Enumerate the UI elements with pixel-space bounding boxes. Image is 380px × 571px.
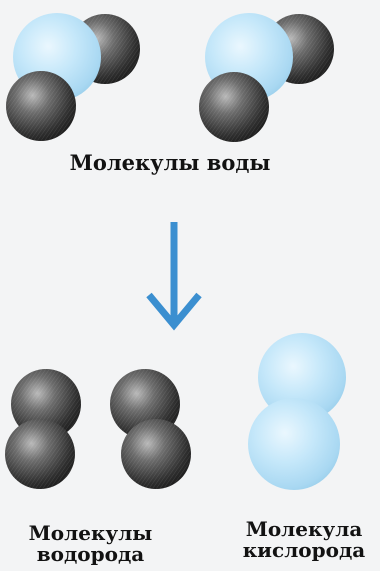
oxygen-molecule	[248, 333, 346, 490]
oxygen-molecule-caption: Молекула кислорода	[228, 519, 380, 561]
water-molecule-2	[199, 13, 334, 142]
oxygen-atom	[258, 333, 346, 421]
hydrogen-molecules-caption: Молекулы водорода	[8, 523, 173, 565]
oxygen-caption-line-2: кислорода	[242, 538, 366, 562]
hydrogen-atom-hatch	[6, 71, 76, 141]
oxygen-caption-line-1: Молекула	[245, 517, 363, 541]
hydrogen-molecule-2	[110, 369, 191, 489]
hydrogen-caption-line-2: водорода	[36, 542, 145, 566]
hydrogen-atom-hatch	[5, 419, 75, 489]
water-molecules-caption: Молекулы воды	[69, 150, 271, 175]
oxygen-atom	[248, 398, 340, 490]
water-molecule-1	[6, 13, 140, 141]
hydrogen-caption-line-1: Молекулы	[28, 521, 153, 545]
hydrogen-atom-hatch	[199, 72, 269, 142]
hydrogen-atom-hatch	[121, 419, 191, 489]
arrow-down-icon	[146, 222, 202, 331]
hydrogen-molecule-1	[5, 369, 81, 489]
